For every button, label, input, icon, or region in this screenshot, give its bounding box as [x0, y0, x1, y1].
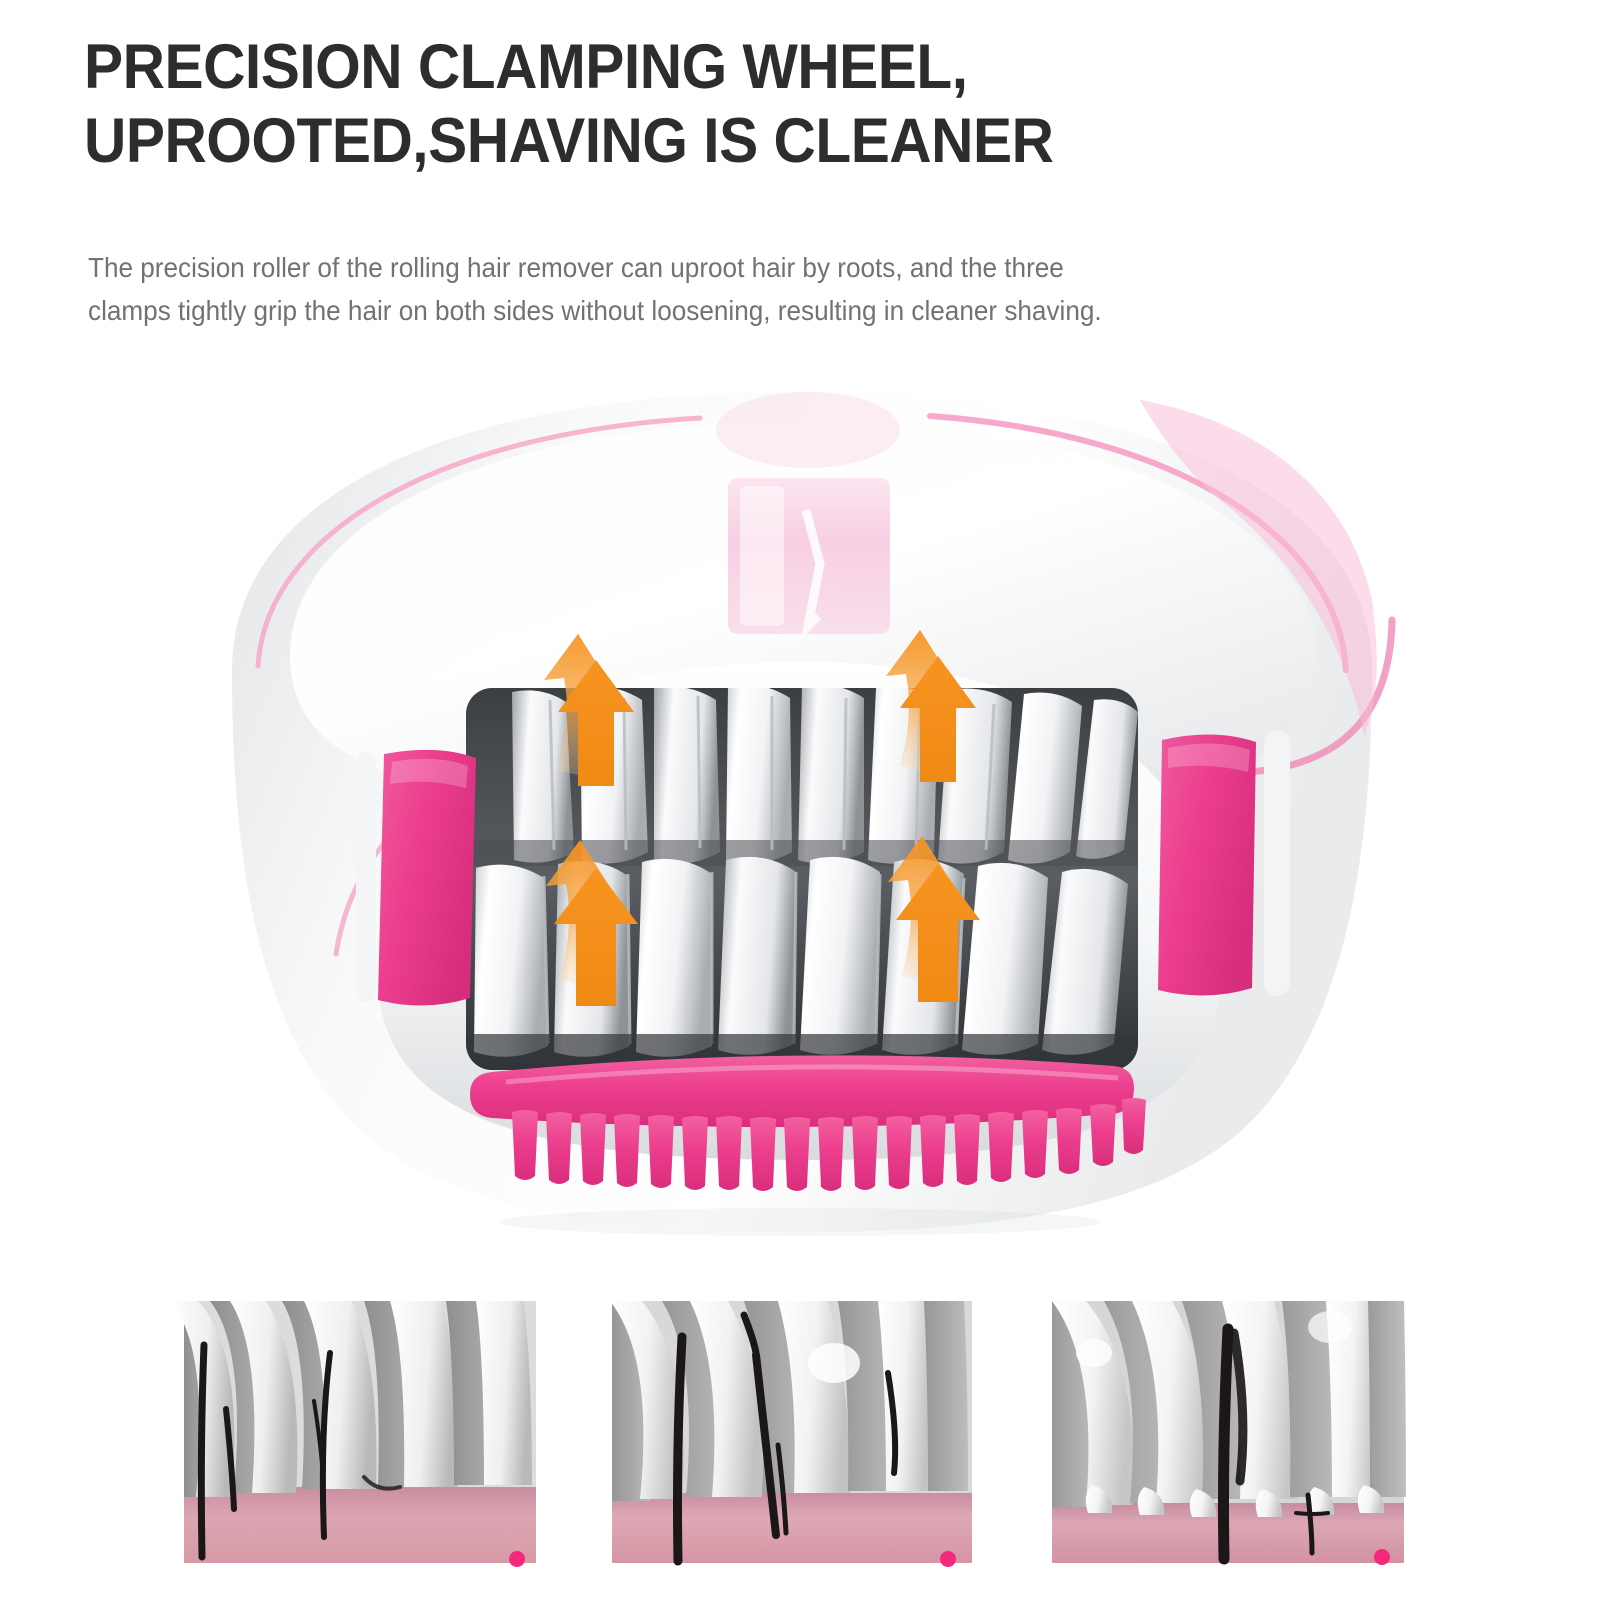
- page-title: PRECISION CLAMPING WHEEL, UPROOTED,SHAVI…: [84, 32, 1054, 177]
- hair-uproot-arrow-4: [888, 836, 980, 1002]
- skin-pore-dot: [940, 1551, 956, 1567]
- hair-strands: [197, 1341, 402, 1561]
- hair-strands: [1218, 1323, 1330, 1565]
- macro-roller-hair-grip-2: [598, 1297, 986, 1571]
- pink-trim-line-left: [255, 415, 703, 669]
- roller-cavity: [466, 688, 1138, 1070]
- macro-roller-hair-grip-1: [166, 1297, 554, 1571]
- skin-pore-dot: [509, 1551, 525, 1567]
- hair-uproot-arrow-3: [546, 840, 638, 1006]
- pink-comb-attachment: [470, 1055, 1146, 1191]
- clamp-feet: [1085, 1485, 1385, 1517]
- macro-thumb-2-illustration: [598, 1297, 986, 1571]
- hair-uproot-arrow-2: [886, 630, 976, 782]
- hair-uproot-arrow-1: [544, 634, 634, 786]
- macro-roller-hair-grip-3: [1030, 1297, 1418, 1571]
- hair-strands: [673, 1311, 899, 1566]
- comb-teeth: [512, 1098, 1146, 1191]
- hero-product-image: [140, 370, 1460, 1240]
- macro-thumbnail-strip: [166, 1297, 1418, 1571]
- epilator-illustration: [232, 392, 1396, 1236]
- tweezer-slits: [542, 695, 996, 1045]
- skin-pore-dot: [1374, 1549, 1390, 1565]
- page-description: The precision roller of the rolling hair…: [88, 252, 1102, 327]
- pink-release-tab-right[interactable]: [1158, 730, 1290, 996]
- pink-release-tab-left[interactable]: [356, 749, 476, 1006]
- translucent-cap: [716, 392, 900, 640]
- macro-thumb-1-illustration: [166, 1297, 554, 1571]
- macro-thumb-3-illustration: [1030, 1297, 1418, 1571]
